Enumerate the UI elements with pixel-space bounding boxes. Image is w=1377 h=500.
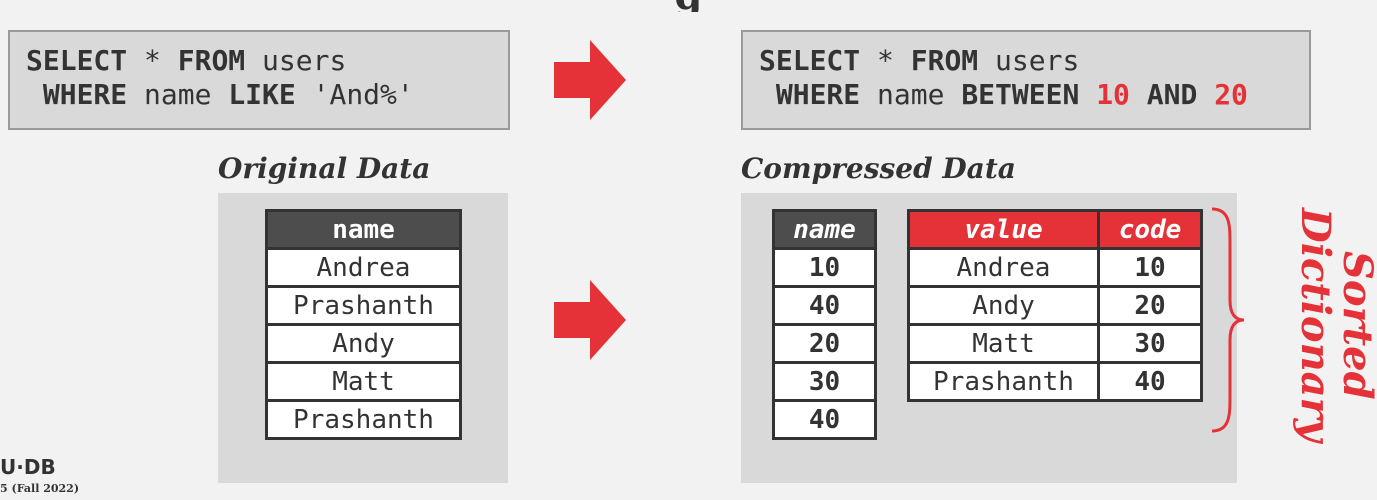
kw-where: WHERE (26, 78, 128, 111)
query-pattern: 'And%' (295, 78, 414, 111)
kw-from: FROM (910, 44, 979, 77)
kw-select: SELECT (759, 44, 861, 77)
query-star: * (860, 44, 911, 77)
original-data-label: Original Data (218, 152, 431, 185)
table-row: Andrea (265, 247, 462, 288)
cell-code: 20 (772, 323, 877, 364)
cell-code: 40 (1097, 361, 1203, 402)
cell-value: Andrea (907, 247, 1100, 288)
cell-code: 10 (1097, 247, 1203, 288)
query-column: name (127, 78, 229, 111)
label-line-dictionary: Dictionary (1292, 208, 1339, 442)
cell-code: 40 (772, 285, 877, 326)
query-low-code: 10 (1096, 78, 1130, 111)
cell-code: 20 (1097, 285, 1203, 326)
course-logo: U·DB (0, 455, 56, 479)
compressed-column-table: name 10 40 20 30 40 (772, 209, 877, 440)
column-header-value: value (907, 209, 1100, 250)
column-header-code: code (1097, 209, 1203, 250)
cell-value: Andy (265, 323, 462, 364)
kw-and: AND (1146, 78, 1198, 111)
table-row: 20 (772, 323, 877, 364)
query-column: name (860, 78, 962, 111)
query-table: users (978, 44, 1080, 77)
cell-code: 30 (1097, 323, 1203, 364)
sorted-dictionary-label: Sorted Dictionary (1258, 205, 1377, 445)
cell-value: Andrea (265, 247, 462, 288)
kw-select: SELECT (26, 44, 128, 77)
kw-where: WHERE (759, 78, 861, 111)
label-line-sorted: Sorted (1334, 250, 1377, 400)
original-table: name Andrea Prashanth Andy Matt Prashant… (265, 209, 462, 440)
table-row: Matt (265, 361, 462, 402)
column-header: name (265, 209, 462, 250)
query-table: users (245, 44, 347, 77)
cell-value: Prashanth (265, 285, 462, 326)
cell-code: 40 (772, 399, 877, 440)
kw-like: LIKE (228, 78, 296, 111)
right-arrow-icon (554, 280, 626, 360)
kw-from: FROM (177, 44, 246, 77)
cell-code: 30 (772, 361, 877, 402)
table-row: 10 (772, 247, 877, 288)
table-row: Andy (265, 323, 462, 364)
kw-between: BETWEEN (961, 78, 1080, 111)
slide-title-partial: g (0, 0, 1377, 12)
cell-value: Prashanth (907, 361, 1100, 402)
cell-value: Prashanth (265, 399, 462, 440)
cell-code: 10 (772, 247, 877, 288)
cell-value: Matt (265, 361, 462, 402)
cell-value: Andy (907, 285, 1100, 326)
compressed-data-label: Compressed Data (741, 152, 1016, 185)
original-query-box: SELECT * FROM users WHERE name LIKE 'And… (8, 30, 510, 130)
table-row: 40 (772, 285, 877, 326)
table-row: 40 (772, 399, 877, 440)
rewritten-query-box: SELECT * FROM users WHERE name BETWEEN 1… (741, 30, 1311, 130)
table-row: Prashanth (265, 399, 462, 440)
column-header: name (772, 209, 877, 250)
slide-title-text: g (675, 0, 703, 12)
query-high-code: 20 (1214, 78, 1248, 111)
table-row: Prashanth (265, 285, 462, 326)
right-arrow-icon (554, 40, 626, 120)
table-row: 30 (772, 361, 877, 402)
course-term: 5 (Fall 2022) (0, 482, 80, 495)
query-star: * (127, 44, 178, 77)
curly-brace-icon (1211, 207, 1245, 433)
cell-value: Matt (907, 323, 1100, 364)
